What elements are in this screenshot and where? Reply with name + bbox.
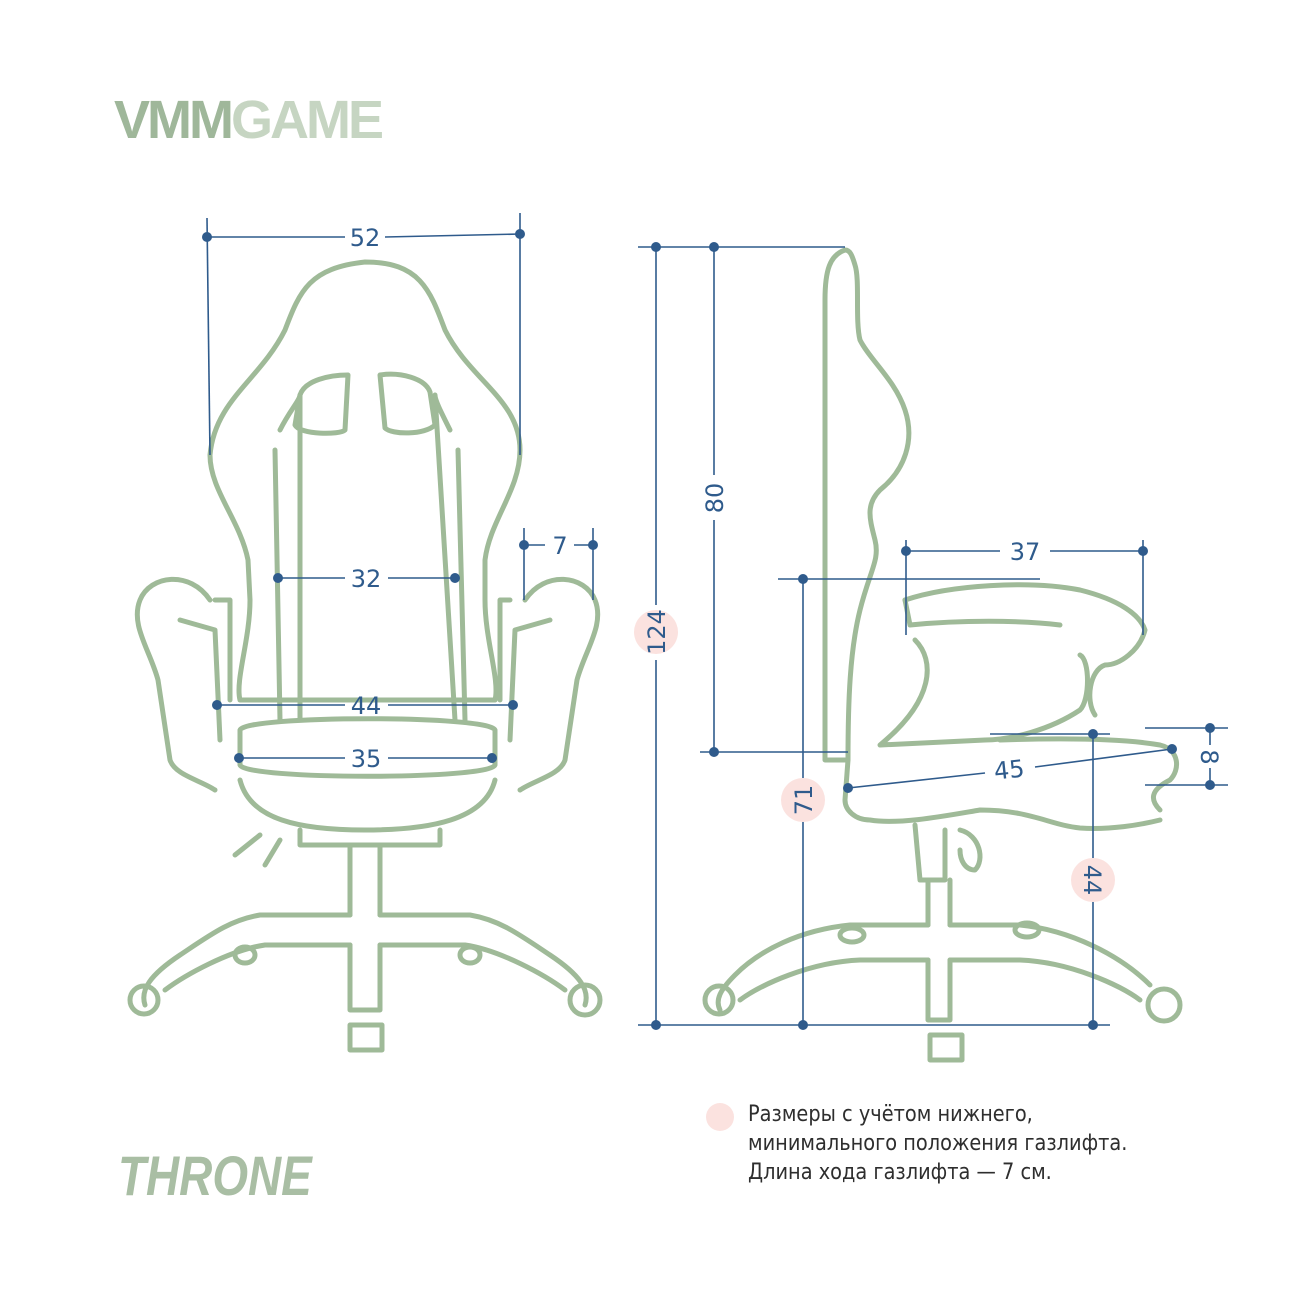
dim-backrest-width: 32	[273, 565, 460, 593]
dim-seat-thickness: 8	[1145, 723, 1228, 790]
note-line-3: Длина хода газлифта — 7 см.	[748, 1159, 1052, 1185]
dim-backrest-height: 80	[700, 242, 848, 757]
dim-label-backrest-width: 32	[351, 565, 382, 593]
side-view-chair	[702, 247, 1183, 1063]
dim-overall-width: 52	[202, 213, 525, 456]
note-line-1: Размеры с учётом нижнего,	[748, 1101, 1033, 1127]
dim-seat-height: 44	[990, 729, 1115, 1030]
dim-label-armrest-width: 7	[552, 532, 567, 560]
dim-total-height: 124	[634, 242, 1110, 1030]
model-name: THRONE	[118, 1145, 313, 1207]
front-view-chair	[127, 259, 603, 1053]
dim-label-seat-thickness: 8	[1195, 749, 1223, 764]
dim-seat-depth: 45	[843, 744, 1177, 793]
dim-label-between-armrests: 44	[351, 692, 382, 720]
note-bullet	[706, 1103, 734, 1131]
dim-armrest-width: 7	[519, 528, 598, 600]
dim-seat-width: 35	[234, 745, 497, 773]
side-dimensions: 124 80 37 71	[634, 242, 1228, 1030]
brand-logo: VMMGAME	[114, 90, 382, 150]
dim-label-seat-width: 35	[351, 745, 382, 773]
brand-logo-prefix: VMM	[114, 90, 231, 150]
dim-label-backrest-height: 80	[701, 483, 729, 514]
brand-logo-suffix: GAME	[231, 90, 382, 150]
dim-armrest-height: 71	[778, 574, 1040, 1030]
dim-between-armrests: 44	[212, 692, 518, 720]
dim-label-armrest-length: 37	[1010, 538, 1041, 566]
front-dimensions: 52 32 7 44	[202, 213, 598, 773]
dim-label-seat-depth: 45	[993, 755, 1026, 786]
dim-label-armrest-height: 71	[790, 785, 818, 816]
note-text: Размеры с учётом нижнего, минимального п…	[748, 1100, 1195, 1187]
dim-label-seat-height: 44	[1078, 865, 1106, 896]
dim-label-overall-width: 52	[350, 224, 381, 252]
note-line-2: минимального положения газлифта.	[748, 1130, 1128, 1156]
dim-armrest-length: 37	[901, 538, 1148, 635]
dim-label-total-height: 124	[643, 609, 671, 655]
